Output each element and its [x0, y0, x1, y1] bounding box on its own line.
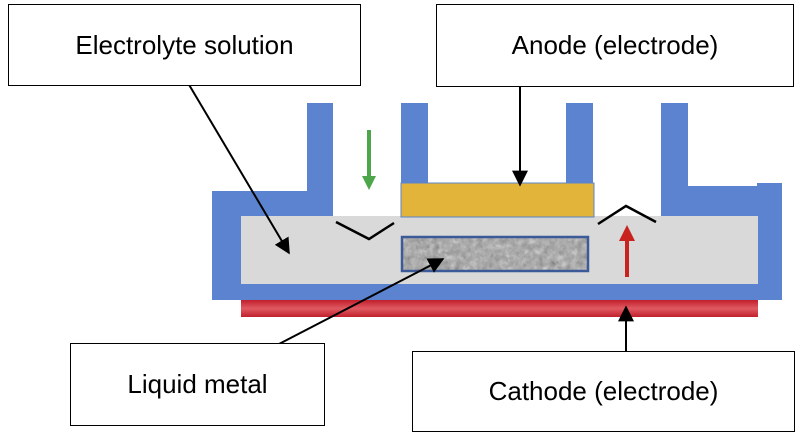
up-arrow-icon — [619, 225, 635, 277]
anode-label: Anode (electrode) — [511, 30, 719, 60]
cathode-label-box: Cathode (electrode) — [412, 351, 795, 432]
pointer-electrolyte — [187, 82, 290, 255]
liquid-metal-label-box: Liquid metal — [70, 343, 325, 426]
anode-plate — [400, 182, 595, 218]
electrolyte-label: Electrolyte solution — [75, 29, 294, 60]
down-arrow-icon — [362, 130, 376, 190]
cathode-plate — [241, 300, 758, 317]
liquid-metal-label: Liquid metal — [127, 369, 268, 399]
cathode-label: Cathode (electrode) — [488, 376, 719, 406]
anode-label-box: Anode (electrode) — [436, 4, 794, 87]
left-chevron — [335, 220, 395, 241]
liquid-metal-border — [400, 235, 590, 273]
pointer-liquid-metal — [278, 258, 445, 345]
electrolyte-label-box: Electrolyte solution — [8, 4, 361, 86]
right-chevron — [597, 204, 657, 226]
